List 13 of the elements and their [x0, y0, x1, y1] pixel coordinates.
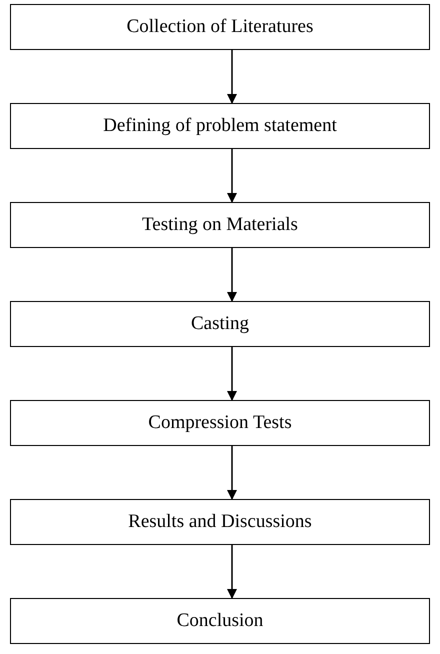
- process-box: Testing on Materials: [10, 202, 430, 248]
- arrow: [227, 50, 237, 104]
- process-box: Collection of Literatures: [10, 4, 430, 50]
- process-box: Compression Tests: [10, 400, 430, 446]
- process-box: Conclusion: [10, 598, 430, 644]
- process-box: Casting: [10, 301, 430, 347]
- arrow: [227, 446, 237, 500]
- process-box: Results and Discussions: [10, 499, 430, 545]
- arrow: [227, 149, 237, 203]
- arrow: [227, 248, 237, 302]
- arrow: [227, 347, 237, 401]
- arrow: [227, 545, 237, 599]
- process-box: Defining of problem statement: [10, 103, 430, 149]
